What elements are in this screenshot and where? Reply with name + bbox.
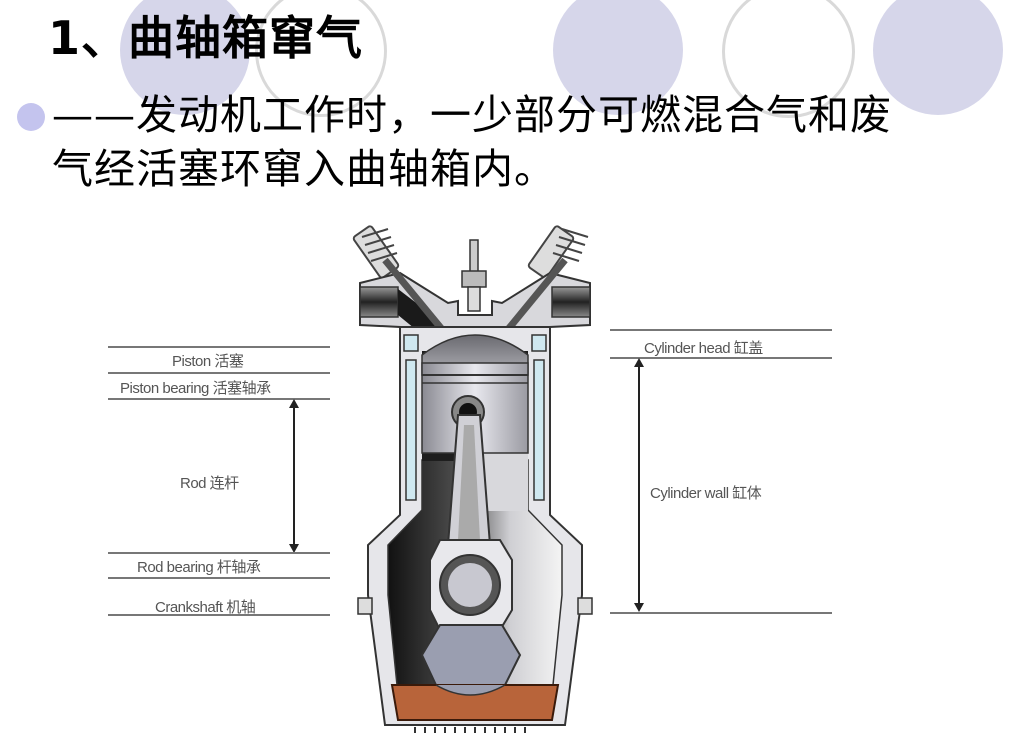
engine-diagram: Piston 活塞 Piston bearing 活塞轴承 Rod 连杆 Rod… (100, 215, 840, 750)
decorative-circle-5 (873, 0, 1003, 115)
label-line (108, 372, 330, 374)
label-line (610, 612, 832, 614)
decorative-circle-3 (553, 0, 683, 115)
label-line (108, 346, 330, 348)
label-line (108, 577, 330, 579)
decorative-circle-2 (255, 0, 387, 117)
spark-plug-icon (461, 239, 487, 312)
label-line (610, 329, 832, 331)
body-line-1: ——发动机工作时，一少部分可燃混合气和废 (52, 91, 892, 139)
label-cylinder-head: Cylinder head 缸盖 (644, 340, 763, 357)
label-rod: Rod 连杆 (180, 475, 239, 492)
label-crankshaft: Crankshaft 机轴 (155, 599, 256, 616)
engine-cutaway-illustration (352, 225, 593, 733)
label-line (108, 552, 330, 554)
label-line (108, 398, 330, 400)
label-piston-bearing: Piston bearing 活塞轴承 (120, 380, 271, 397)
body-line-2: 气经活塞环窜入曲轴箱内。 (52, 145, 556, 193)
label-line (108, 614, 330, 616)
rod-length-arrow (289, 399, 299, 553)
slide-title: 1、曲轴箱窜气 (48, 11, 364, 65)
slide-body: ——发动机工作时，一少部分可燃混合气和废 气经活塞环窜入曲轴箱内。 (52, 88, 1017, 196)
label-rod-bearing: Rod bearing 杆轴承 (137, 559, 261, 576)
bullet-icon (17, 103, 45, 131)
label-piston: Piston 活塞 (172, 353, 244, 370)
exhaust-valve-spring (527, 225, 589, 279)
label-line (610, 357, 832, 359)
cylinder-wall-arrow (634, 358, 644, 612)
decorative-circle-4 (722, 0, 855, 118)
decorative-circle-1 (120, 0, 250, 115)
label-cylinder-wall: Cylinder wall 缸体 (650, 485, 762, 502)
